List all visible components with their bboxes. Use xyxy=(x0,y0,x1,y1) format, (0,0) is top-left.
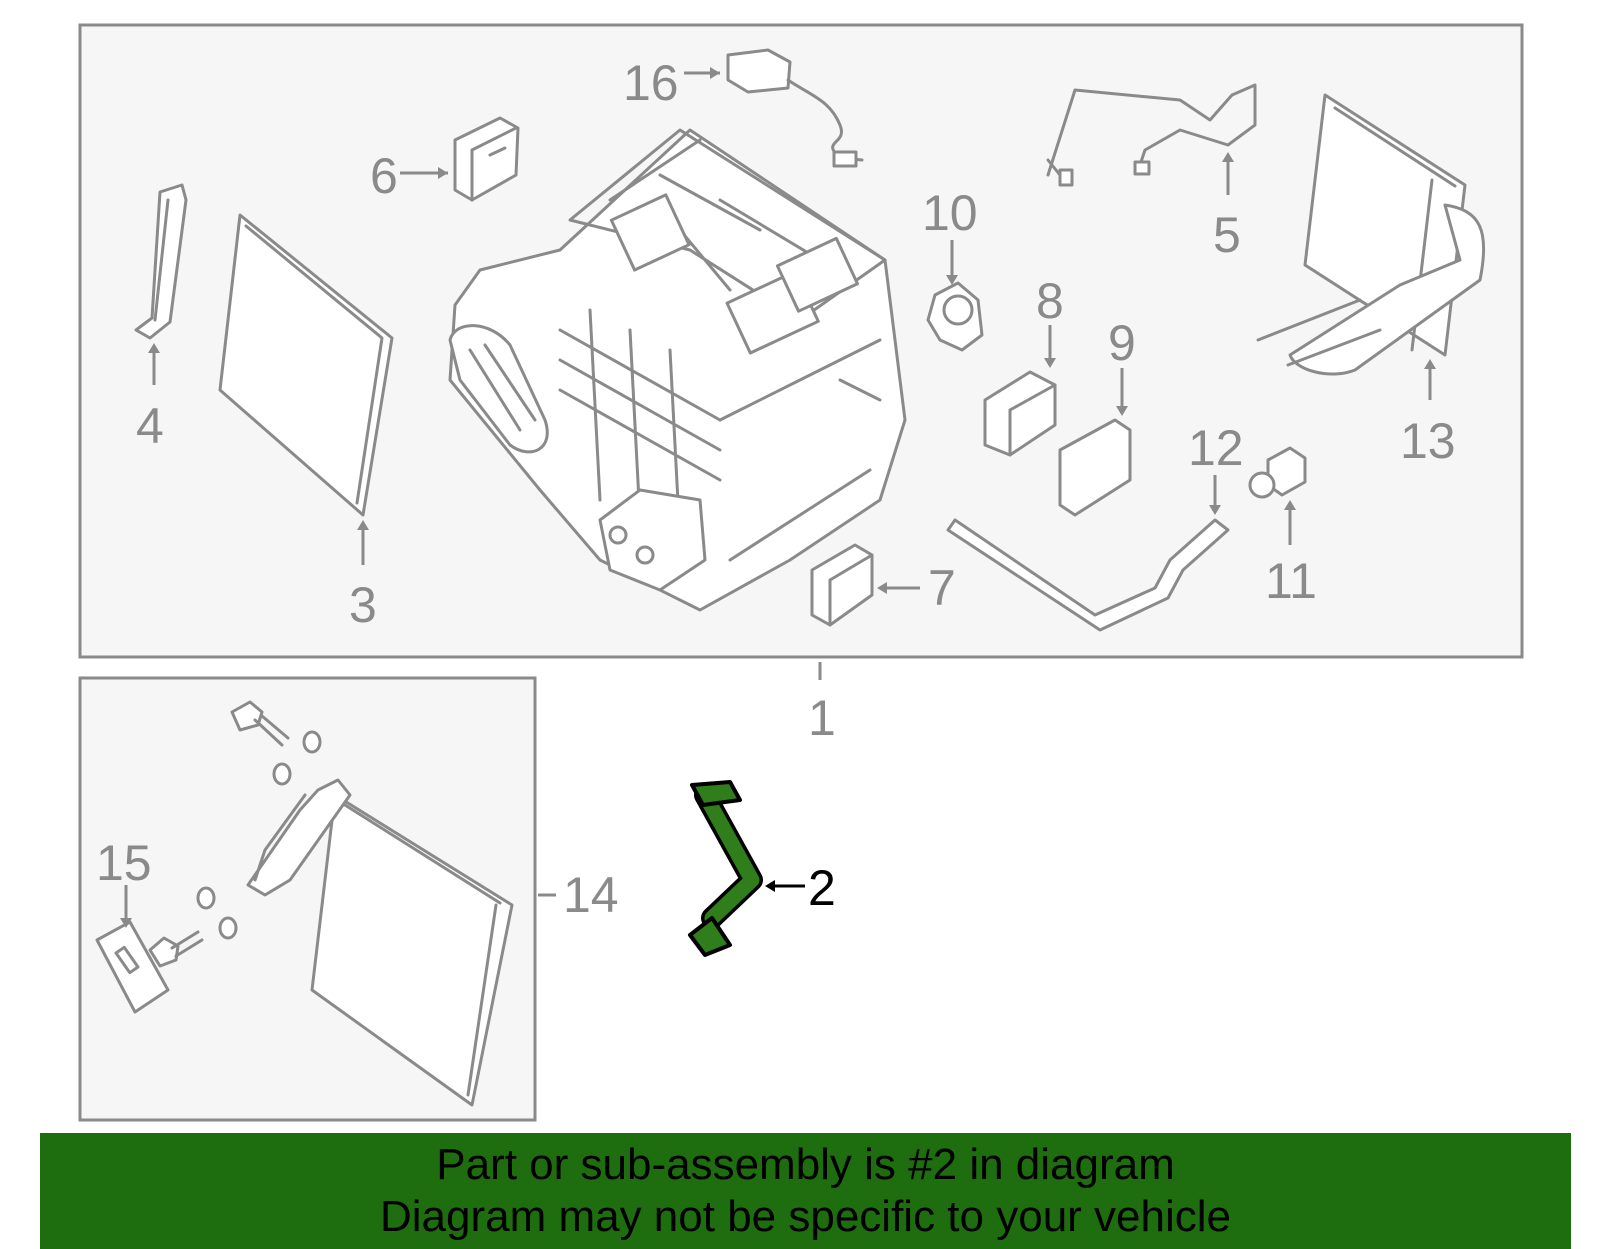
callout-16: 16 xyxy=(623,55,679,111)
part-15-plate[interactable] xyxy=(95,920,170,1014)
callout-14: 14 xyxy=(563,867,619,923)
callout-1: 1 xyxy=(808,690,836,746)
callout-10: 10 xyxy=(922,185,978,241)
callout-8: 8 xyxy=(1036,273,1064,329)
callout-15: 15 xyxy=(96,835,152,891)
callout-3: 3 xyxy=(349,577,377,633)
hvac-unit-body xyxy=(448,128,907,612)
part-12-pipe[interactable] xyxy=(946,518,1230,632)
banner-line-part-number: Part or sub-assembly is #2 in diagram xyxy=(436,1140,1175,1189)
part-7-control[interactable] xyxy=(810,543,874,627)
part-10-actuator[interactable] xyxy=(926,281,984,352)
part-16-sensor[interactable] xyxy=(726,48,864,168)
banner-line-disclaimer: Diagram may not be specific to your vehi… xyxy=(379,1192,1232,1241)
part-6-actuator[interactable] xyxy=(453,116,520,202)
callout-5: 5 xyxy=(1213,207,1241,263)
part-11-sensor[interactable] xyxy=(1248,446,1307,499)
info-banner: Part or sub-assembly is #2 in diagram Di… xyxy=(40,1133,1571,1249)
part-8-module[interactable] xyxy=(983,370,1057,457)
callout-12: 12 xyxy=(1188,420,1244,476)
callout-2: 2 xyxy=(808,860,836,916)
part-3-filter[interactable] xyxy=(218,213,394,517)
part-13-heater-core[interactable] xyxy=(1256,93,1486,376)
part-14-evaporator[interactable] xyxy=(246,778,514,1107)
part-2-pipe-highlighted[interactable] xyxy=(688,780,763,957)
leader-lines xyxy=(120,67,1436,928)
part-5-harness[interactable] xyxy=(1046,83,1257,187)
callout-13: 13 xyxy=(1400,413,1456,469)
callout-11: 11 xyxy=(1265,553,1317,609)
part-4-bracket[interactable] xyxy=(134,183,188,340)
part-14-hardware[interactable] xyxy=(148,700,322,968)
part-9-module[interactable] xyxy=(1058,418,1132,517)
callout-7: 7 xyxy=(928,560,956,616)
callout-9: 9 xyxy=(1108,315,1136,371)
callout-6: 6 xyxy=(370,148,398,204)
callout-4: 4 xyxy=(136,398,164,454)
